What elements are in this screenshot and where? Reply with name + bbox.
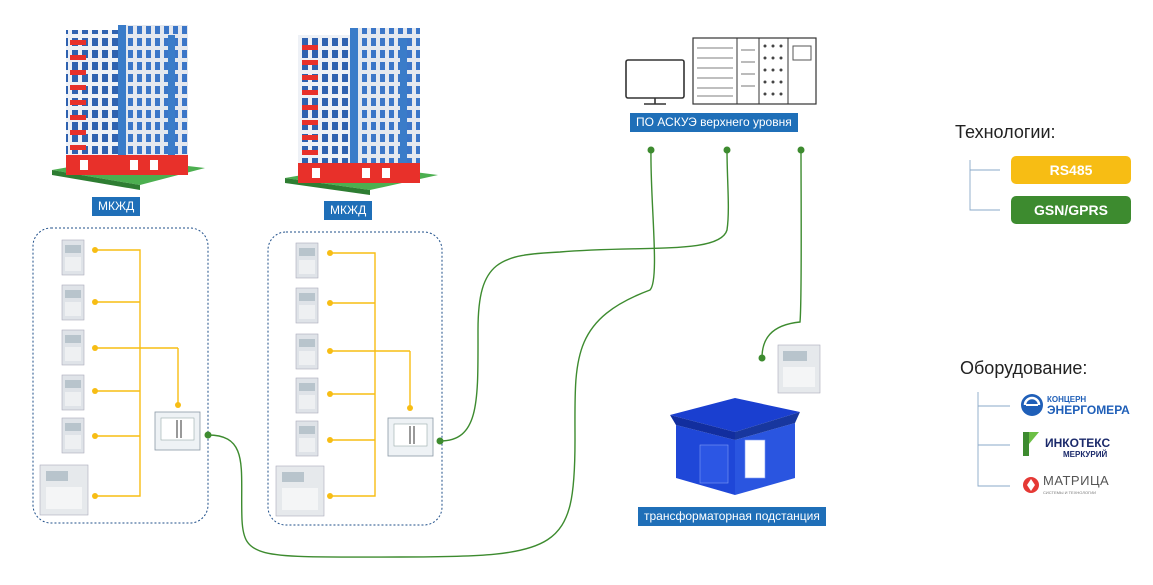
energomera-logo-line1: КОНЦЕРН <box>1047 395 1087 404</box>
server-rack-icon <box>692 37 817 105</box>
substation-label: трансформаторная подстанция <box>638 507 826 526</box>
rs485-wiring-middle <box>330 252 411 497</box>
data-concentrator-icon <box>387 417 434 457</box>
meter-icon <box>61 329 85 366</box>
rs485-nodes-left <box>92 247 181 499</box>
meter-icon <box>295 420 319 457</box>
monitor-icon <box>625 59 685 105</box>
matrica-logo-icon <box>1023 477 1039 493</box>
meter-icon <box>295 242 319 279</box>
rs485-wiring-left <box>95 249 179 497</box>
apartment-building-icon-middle <box>285 28 438 195</box>
matrica-logo-line2: СИСТЕМЫ И ТЕХНОЛОГИИ <box>1043 490 1096 495</box>
meter-icon <box>61 417 85 454</box>
energomera-logo-icon <box>1021 394 1043 416</box>
incotex-logo-line2: МЕРКУРИЙ <box>1063 450 1108 459</box>
apartment-building-icon-left <box>52 25 205 190</box>
data-concentrator-icon <box>154 411 201 451</box>
technology-gprs-badge: GSN/GPRS <box>1011 196 1131 224</box>
meter-icon <box>295 333 319 370</box>
equipment-title: Оборудование: <box>960 358 1088 378</box>
meter-icon <box>295 287 319 324</box>
matrica-logo: МАТРИЦА СИСТЕМЫ И ТЕХНОЛОГИИ <box>1043 473 1110 499</box>
incotex-logo-line1: ИНКОТЕКС <box>1045 436 1111 450</box>
server-label: ПО АСКУЭ верхнего уровня <box>630 113 798 132</box>
meter-icon <box>61 284 85 321</box>
meter-icon <box>295 377 319 414</box>
incotex-logo-icon <box>1023 432 1039 456</box>
meter-icon-large <box>39 464 89 516</box>
technologies-title: Технологии: <box>955 122 1056 142</box>
building-label-left: МКЖД <box>92 197 141 216</box>
transformer-substation-icon <box>670 398 800 495</box>
technologies-tree <box>969 160 1000 211</box>
meter-icon <box>61 239 85 276</box>
gprs-nodes <box>204 146 805 445</box>
rs485-nodes-middle <box>327 250 413 499</box>
meter-group-frame-left <box>32 227 209 524</box>
meter-group-frame-middle <box>267 231 443 526</box>
equipment-tree <box>977 392 1010 487</box>
meter-icon-large <box>275 465 325 517</box>
meter-icon <box>61 374 85 411</box>
energomera-logo: КОНЦЕРН ЭНЕРГОМЕРА <box>1047 395 1130 417</box>
technology-rs485-badge: RS485 <box>1011 156 1131 184</box>
matrica-logo-line1: МАТРИЦА <box>1043 473 1110 488</box>
energomera-logo-line2: ЭНЕРГОМЕРА <box>1047 403 1130 417</box>
gprs-links <box>207 149 802 558</box>
building-label-middle: МКЖД <box>324 201 373 220</box>
meter-icon-substation <box>777 344 821 394</box>
incotex-logo: ИНКОТЕКС МЕРКУРИЙ <box>1045 437 1110 461</box>
